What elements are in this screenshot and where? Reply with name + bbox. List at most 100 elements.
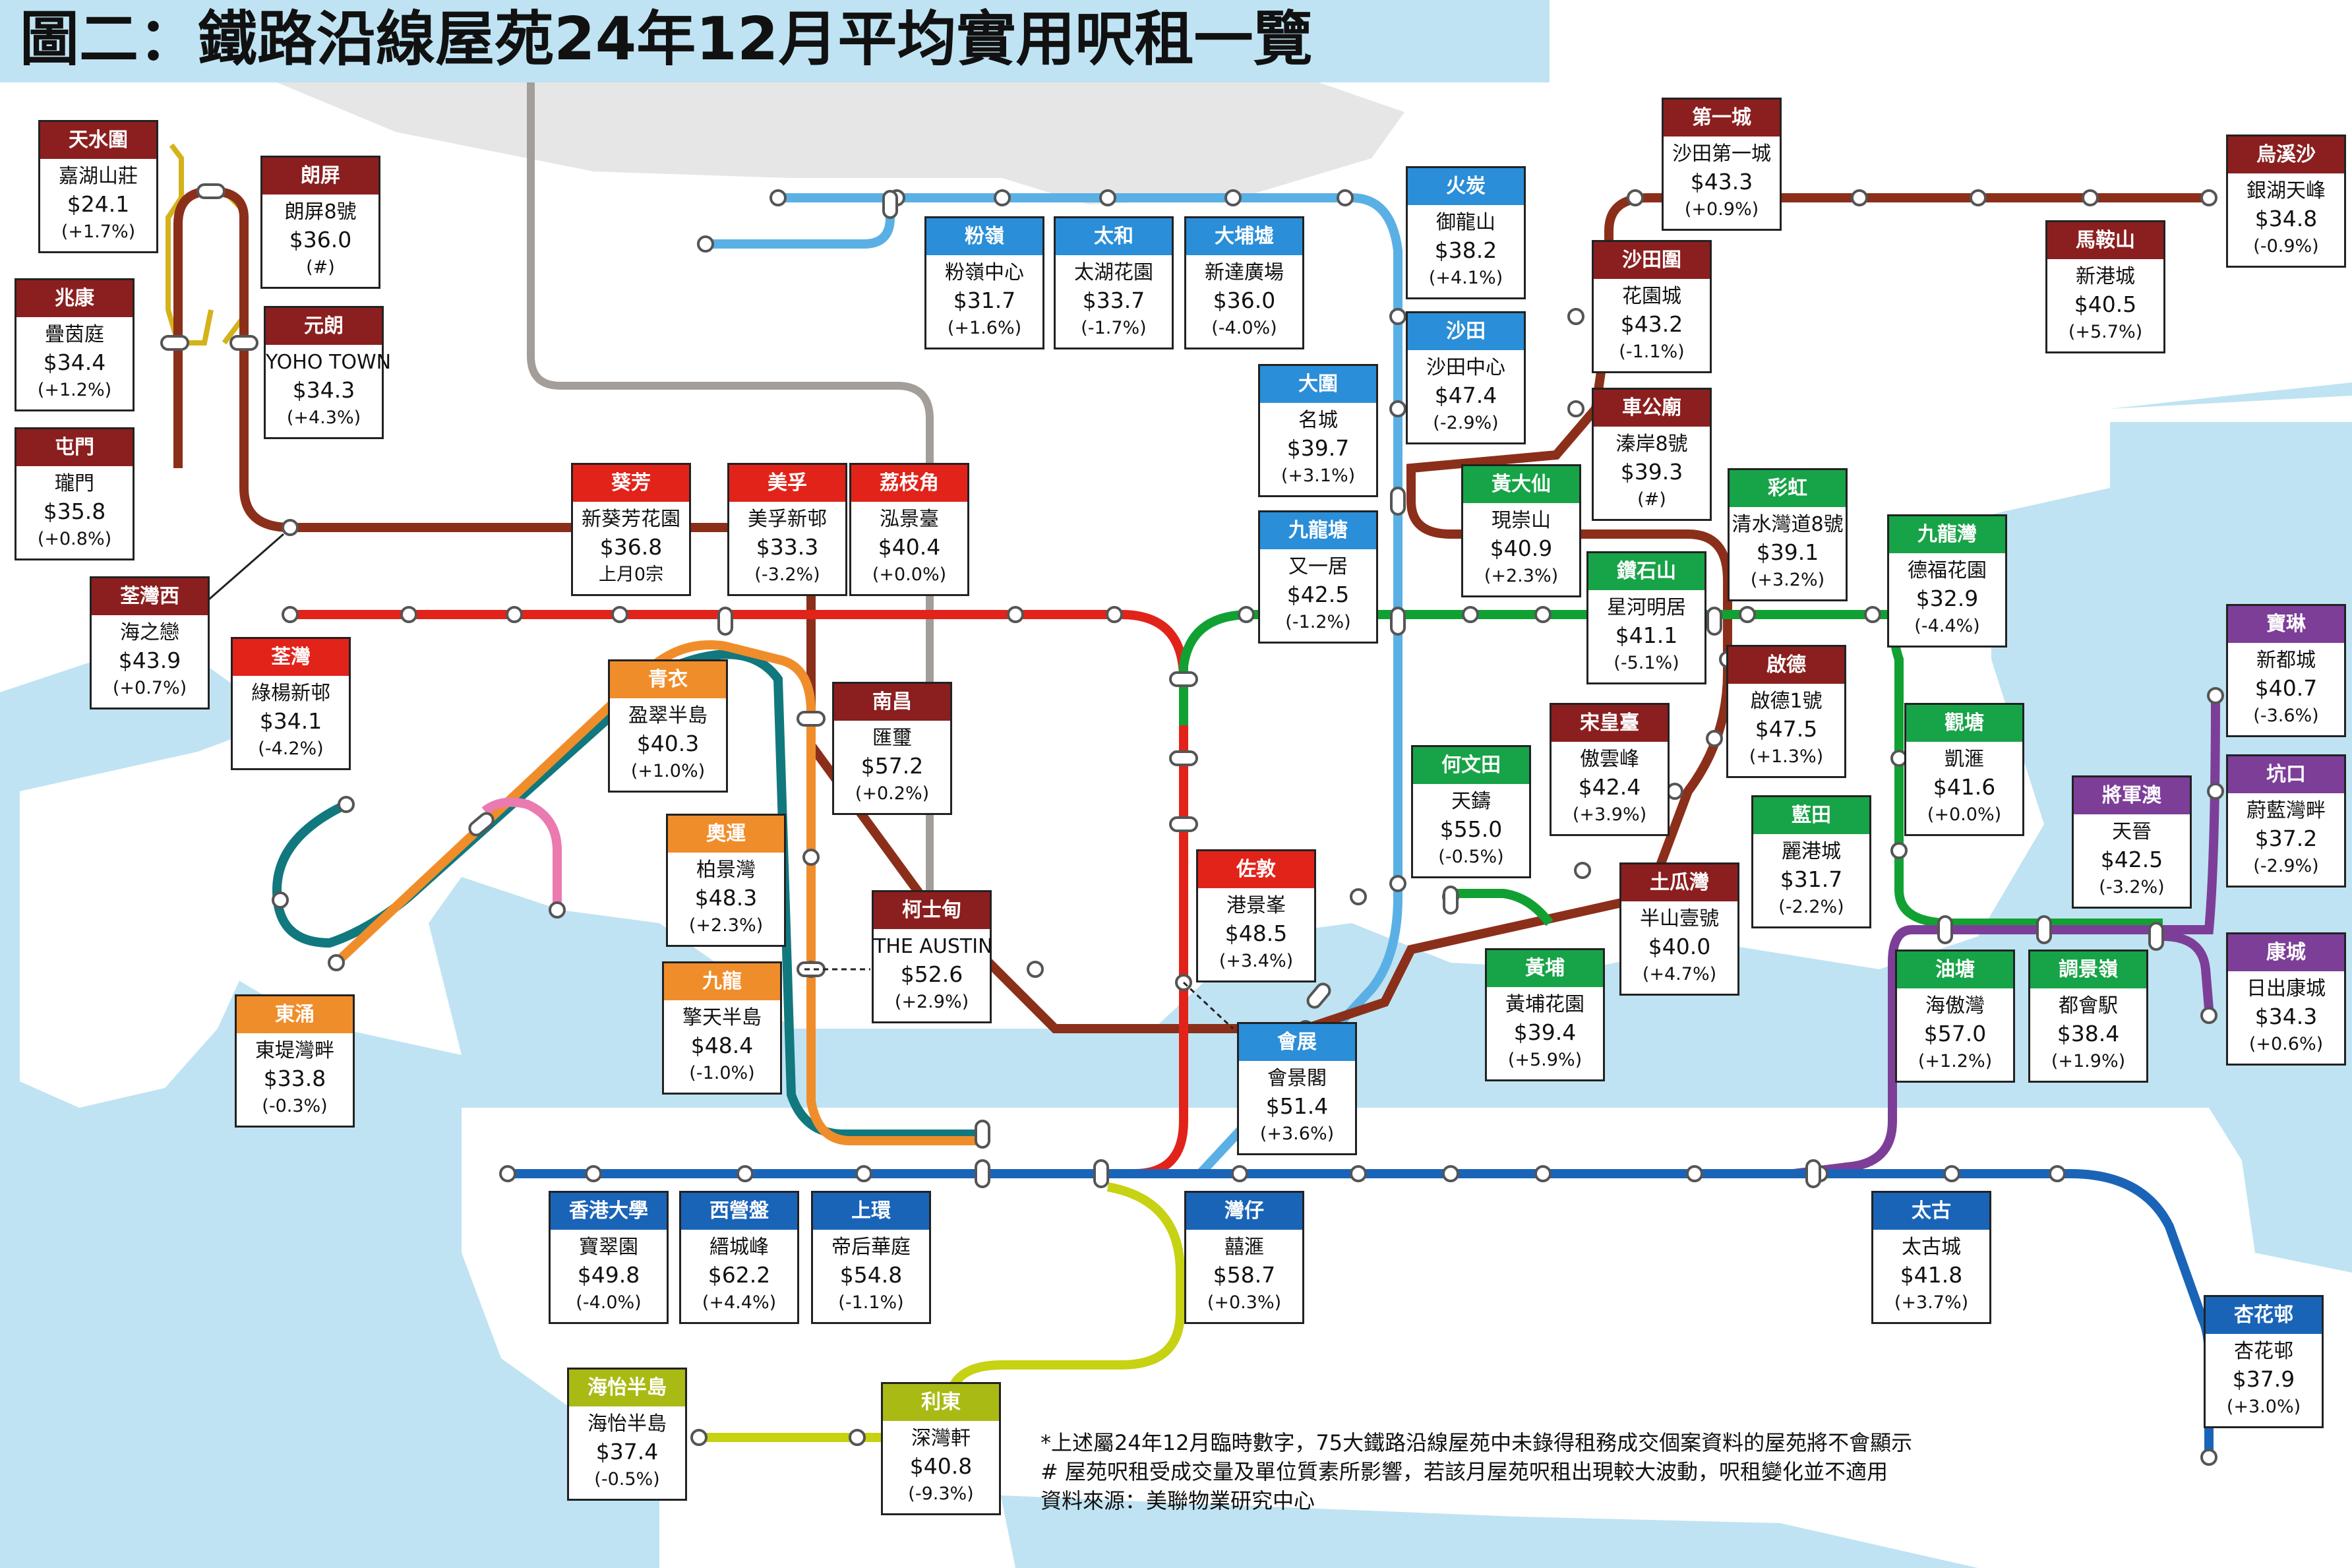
rent-value: $33.3 (756, 534, 819, 560)
estate-name: 盈翠半島 (628, 704, 708, 727)
rent-value: $34.3 (292, 377, 355, 403)
rent-value: $38.4 (2057, 1021, 2120, 1046)
station-details: THE AUSTIN$52.6(+2.9%) (874, 929, 993, 1021)
light-rail-line (166, 143, 214, 346)
station-name: 柯士甸 (874, 892, 990, 929)
station-details: 粉嶺中心 $31.7 (+1.6%) (926, 255, 1042, 347)
station-dot (1686, 1165, 1703, 1182)
kwun-tong-west-link (1179, 610, 1247, 725)
tuen-ma-west-loop (173, 186, 291, 532)
rent-change: (+1.2%) (37, 380, 112, 400)
estate-name: 東堤灣畔 (255, 1039, 334, 1062)
station-name: 葵芳 (573, 465, 689, 502)
station-dot (737, 1165, 754, 1182)
estate-name: 泓景臺 (880, 508, 939, 531)
station-details: 東堤灣畔$33.8(-0.3%) (237, 1033, 353, 1126)
station-box: 啟德啟德1號$47.5(+1.3%) (1726, 645, 1846, 778)
station-details: 現崇山$40.9(+2.3%) (1463, 503, 1579, 595)
rent-value: $43.9 (118, 648, 181, 673)
station-details: 港景峯$48.5(+3.4%) (1198, 888, 1314, 980)
rent-value: $43.3 (1690, 169, 1753, 195)
rent-change: (+3.4%) (1219, 951, 1294, 971)
station-name: 奧運 (668, 816, 784, 853)
land-north (0, 0, 2352, 1055)
station-name: 將軍澳 (2074, 777, 2190, 814)
rent-change: (+3.6%) (1259, 1124, 1335, 1144)
rent-value: $31.7 (953, 287, 1016, 313)
station-box: 杏花邨杏花邨$37.9(+3.0%) (2204, 1295, 2324, 1428)
estate-name: 港景峯 (1226, 894, 1286, 917)
station-box: 油塘海傲灣$57.0(+1.2%) (1895, 950, 2015, 1083)
rent-change: (-0.3%) (262, 1096, 328, 1116)
interchange-marker (1706, 607, 1722, 636)
station-name: 太古 (1873, 1193, 1989, 1230)
station-details: 泓景臺$40.4(+0.0%) (851, 502, 967, 594)
station-details: 深灣軒$40.8(-9.3%) (883, 1421, 999, 1513)
station-box: 何文田天鑄$55.0(-0.5%) (1411, 745, 1531, 878)
station-box: 東涌東堤灣畔$33.8(-0.3%) (235, 994, 355, 1128)
rent-value: $42.5 (2100, 847, 2163, 872)
station-box: 天水圍嘉湖山莊$24.1(+1.7%) (38, 120, 158, 253)
station-box: 屯門瓏門$35.8(+0.8%) (15, 427, 135, 560)
rent-change: (#) (1637, 489, 1666, 510)
station-dot (1099, 189, 1116, 206)
interchange-marker (2036, 915, 2052, 944)
station-dot (1943, 1165, 1960, 1182)
rent-change: (+1.7%) (61, 222, 136, 242)
rent-value: $37.9 (2232, 1366, 2295, 1392)
interchange-marker (1805, 1159, 1821, 1188)
estate-name: 新達廣場 (1205, 261, 1284, 284)
estate-name: 日出康城 (2246, 977, 2326, 1000)
station-dot (2049, 1165, 2066, 1182)
station-dot (1389, 308, 1406, 325)
station-dot (1007, 606, 1024, 623)
station-dot (1224, 189, 1242, 206)
rent-value: $41.1 (1615, 622, 1678, 648)
station-dot (611, 606, 628, 623)
estate-name: 清水灣道8號 (1732, 513, 1844, 536)
station-box: 佐敦港景峯$48.5(+3.4%) (1196, 849, 1316, 982)
rent-value: $34.1 (259, 708, 322, 734)
station-details: 清水灣道8號$39.1(+3.2%) (1730, 507, 1846, 599)
estate-name: 粉嶺中心 (945, 261, 1024, 284)
station-details: 匯璽$57.2(+0.2%) (834, 721, 950, 813)
station-dot (2200, 189, 2217, 206)
station-dot (549, 901, 566, 919)
station-name: 黃大仙 (1463, 466, 1579, 503)
station-box: 南昌匯璽$57.2(+0.2%) (832, 682, 952, 815)
rent-value: $40.4 (878, 534, 941, 560)
station-dot (1627, 189, 1644, 206)
station-box: 藍田麗港城$31.7(-2.2%) (1751, 795, 1871, 928)
station-name: 青衣 (610, 661, 726, 698)
rent-change: (+1.6%) (947, 318, 1022, 338)
rent-value: $33.7 (1082, 287, 1145, 313)
station-details: 溱岸8號$39.3(#) (1594, 427, 1710, 519)
interchange-marker (1937, 915, 1953, 944)
estate-name: 太古城 (1902, 1236, 1961, 1259)
station-details: 會景閣$51.4(+3.6%) (1239, 1061, 1355, 1153)
station-box: 觀塘凱滙$41.6(+0.0%) (1904, 703, 2024, 836)
estate-name: 凱滙 (1945, 748, 1984, 771)
station-dot (328, 954, 345, 971)
rent-change: (+0.9%) (1684, 199, 1759, 220)
station-box: 大圍名城$39.7(+3.1%) (1258, 364, 1378, 497)
estate-name: 瓏門 (55, 472, 94, 495)
interchange-marker (1169, 671, 1198, 687)
rent-value: $62.2 (708, 1262, 771, 1288)
interchange-marker (468, 812, 495, 837)
rent-value: $36.0 (1213, 287, 1276, 313)
station-box: 奧運柏景灣$48.3(+2.3%) (666, 814, 786, 947)
station-name: 調景嶺 (2030, 951, 2146, 988)
station-dot (1027, 961, 1044, 978)
station-dot (585, 1165, 602, 1182)
station-box: 黃大仙現崇山$40.9(+2.3%) (1461, 464, 1581, 597)
station-dot (802, 849, 820, 866)
station-name: 九龍灣 (1889, 516, 2005, 553)
station-dot (282, 519, 299, 536)
station-box: 烏溪沙銀湖天峰$34.8(-0.9%) (2226, 135, 2346, 268)
station-box: 青衣盈翠半島$40.3(+1.0%) (608, 659, 728, 793)
station-name: 沙田 (1408, 313, 1524, 350)
rent-change: (-1.7%) (1081, 318, 1147, 338)
